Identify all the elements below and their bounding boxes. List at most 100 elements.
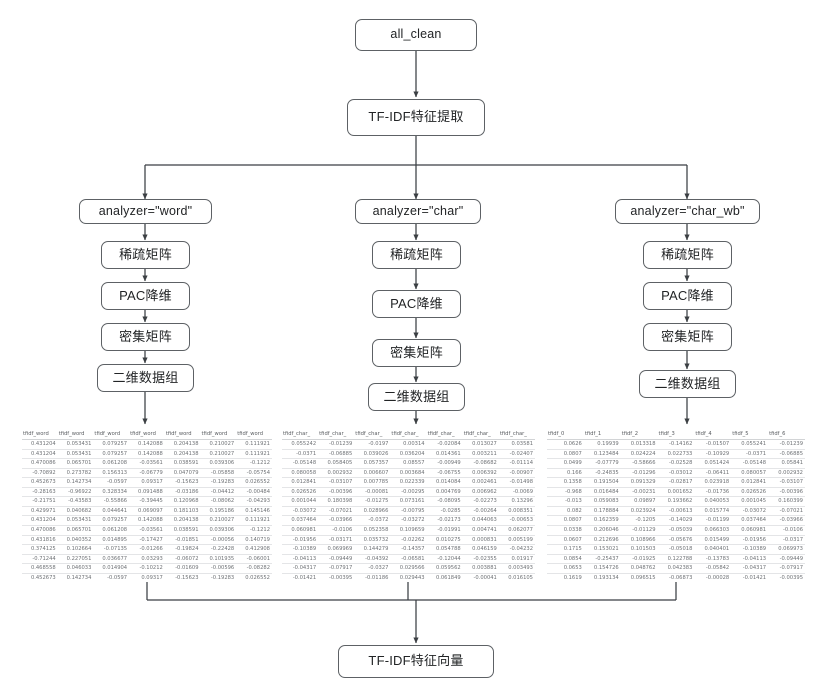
table-cell: -0.02262 (390, 535, 427, 546)
node-all-clean[interactable]: all_clean (355, 19, 477, 51)
table-cell: 0.046033 (57, 563, 94, 574)
table-cell: 0.178884 (583, 506, 621, 517)
node-charwb-2d-array[interactable]: 二维数据组 (639, 370, 736, 398)
table-cell: 0.156313 (93, 468, 130, 479)
table-cell: 0.039026 (354, 449, 391, 460)
table-cell: 0.055241 (731, 439, 769, 450)
table-cell: 0.206046 (583, 525, 621, 536)
node-char-2d-array[interactable]: 二维数据组 (368, 383, 465, 411)
node-word-2d-array-label: 二维数据组 (112, 369, 179, 385)
table-cell: 0.005199 (498, 535, 535, 546)
node-tfidf-extract[interactable]: TF-IDF特征提取 (347, 99, 485, 136)
table-cell: -0.1205 (620, 515, 658, 526)
table-cell: 0.065701 (57, 525, 94, 536)
table-cell: -0.00041 (473, 574, 497, 581)
node-charwb-pca[interactable]: PAC降维 (643, 282, 732, 310)
node-char-2d-array-label: 二维数据组 (383, 388, 450, 404)
table-cell: 0.038591 (164, 525, 201, 536)
table-cell: -0.19283 (210, 574, 235, 581)
node-char-pca[interactable]: PAC降维 (372, 290, 461, 318)
node-char-dense-matrix[interactable]: 密集矩阵 (372, 339, 461, 367)
table-cell: 0.142734 (66, 574, 92, 581)
column-header: tfidf_char_ (354, 430, 391, 441)
table-cell: -0.08095 (426, 496, 463, 507)
table-cell: -0.01736 (694, 487, 732, 498)
table-cell: -0.00295 (390, 487, 427, 498)
table-cell: 0.431204 (22, 449, 58, 460)
column-header: tfidf_char_ (426, 430, 463, 441)
table-cell: 0.079257 (93, 515, 130, 526)
table-cell: -0.1212 (236, 525, 272, 536)
table-cell: -0.01609 (164, 563, 201, 574)
table-cell: 0.273782 (57, 468, 94, 479)
table-cell: 0.069973 (768, 544, 805, 555)
table-cell: 0.065701 (57, 458, 94, 469)
table-cell: 0.09317 (141, 574, 163, 581)
table-cell: 0.468558 (22, 563, 58, 574)
table-cell: 0.0807 (547, 449, 584, 460)
node-char-sparse-matrix[interactable]: 稀疏矩阵 (372, 241, 461, 269)
node-charwb-sparse-matrix[interactable]: 稀疏矩阵 (643, 241, 732, 269)
node-analyzer-char-wb-label: analyzer="char_wb" (630, 203, 745, 218)
node-analyzer-char[interactable]: analyzer="char" (355, 199, 481, 224)
table-cell: 0.470086 (22, 525, 58, 536)
table-cell: -0.07779 (583, 458, 621, 469)
table-cell: -0.10212 (129, 563, 165, 574)
table-cell: -0.03072 (731, 506, 769, 517)
table-cell: -0.43583 (57, 496, 94, 507)
table-cell: -0.01129 (620, 525, 658, 536)
table-cell: -0.04113 (731, 554, 769, 565)
table-cell: -0.03561 (129, 525, 165, 536)
table-cell: 0.096515 (630, 574, 656, 581)
table-cell: -0.55866 (93, 496, 130, 507)
table-cell: -0.0285 (426, 506, 463, 517)
table-cell: 0.0499 (547, 458, 584, 469)
node-word-dense-matrix[interactable]: 密集矩阵 (101, 323, 190, 351)
table-cell: 0.142088 (129, 515, 165, 526)
table-cell: 0.046159 (462, 544, 499, 555)
table-cell: -0.03186 (164, 487, 201, 498)
table-cell: -0.01275 (354, 496, 391, 507)
table-cell: 0.108966 (620, 535, 658, 546)
table-cell: 0.091329 (620, 477, 658, 488)
table-cell: -0.19283 (200, 477, 237, 488)
table-cell: -0.06873 (669, 574, 693, 581)
table-cell: -0.02407 (498, 449, 535, 460)
table-cell: -0.01296 (620, 468, 658, 479)
node-analyzer-char-wb[interactable]: analyzer="char_wb" (615, 199, 760, 224)
table-cell: -0.07135 (93, 544, 130, 555)
column-header: tfidf_char_ (498, 430, 535, 441)
node-analyzer-word[interactable]: analyzer="word" (79, 199, 212, 224)
node-tfidf-vector[interactable]: TF-IDF特征向量 (338, 645, 494, 678)
table-cell: 0.014361 (426, 449, 463, 460)
table-cell: 0.053431 (57, 449, 94, 460)
table-cell: 0.0607 (547, 535, 584, 546)
table-cell: -0.05676 (657, 535, 695, 546)
node-word-sparse-matrix[interactable]: 稀疏矩阵 (101, 241, 190, 269)
table-cell: 0.079257 (93, 449, 130, 460)
table-cell: 0.142088 (129, 439, 165, 450)
table-cell: -0.03107 (768, 477, 805, 488)
node-charwb-dense-matrix[interactable]: 密集矩阵 (643, 323, 732, 351)
table-cell: -0.06885 (768, 449, 805, 460)
table-cell: 0.016105 (508, 574, 533, 581)
table-cell: -0.06885 (318, 449, 355, 460)
table-cell: -0.03012 (657, 468, 695, 479)
table-cell: -0.02173 (426, 515, 463, 526)
table-cell: -0.03107 (318, 477, 355, 488)
table-cell: -0.08282 (236, 563, 272, 574)
table-cell: 0.123484 (583, 449, 621, 460)
table-cell: -0.28163 (22, 487, 58, 498)
column-header: tfidf_char_ (462, 430, 499, 441)
table-cell: 0.111921 (236, 515, 272, 526)
table-cell: -0.05148 (731, 458, 769, 469)
node-word-pca[interactable]: PAC降维 (101, 282, 190, 310)
node-word-2d-array[interactable]: 二维数据组 (97, 364, 194, 392)
column-header: tfidf_char_ (390, 430, 427, 441)
node-analyzer-char-label: analyzer="char" (372, 203, 464, 218)
